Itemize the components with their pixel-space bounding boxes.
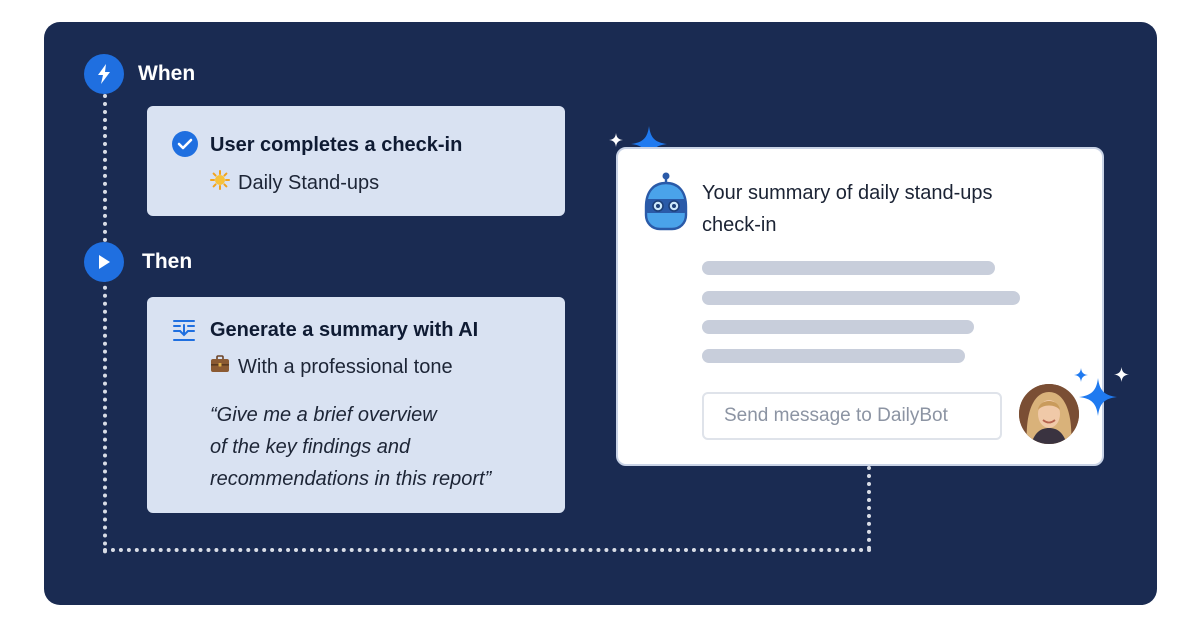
connector-line xyxy=(103,548,872,552)
message-input-placeholder: Send message to DailyBot xyxy=(724,405,948,426)
trigger-title: User completes a check-in xyxy=(210,134,463,156)
sparkle-icon xyxy=(1074,368,1088,382)
trigger-subtitle-row: Daily Stand-ups xyxy=(210,170,379,196)
play-icon xyxy=(84,242,124,282)
placeholder-line xyxy=(702,320,974,334)
summary-filter-icon xyxy=(171,317,197,348)
sparkle-icon xyxy=(1079,378,1117,416)
trigger-subtitle: Daily Stand-ups xyxy=(238,171,380,194)
then-label: Then xyxy=(142,250,193,273)
action-subtitle-row: With a professional tone xyxy=(210,355,453,379)
connector-line xyxy=(103,94,107,554)
connector-line xyxy=(867,466,871,550)
check-circle-icon xyxy=(172,131,198,157)
sparkle-icon xyxy=(609,133,623,147)
briefcase-icon xyxy=(210,355,230,379)
placeholder-line xyxy=(702,261,995,275)
trigger-card[interactable]: User completes a check-in Daily Stand-up… xyxy=(147,106,565,216)
chat-message-line: check-in xyxy=(702,214,777,236)
action-title: Generate a summary with AI xyxy=(210,319,479,341)
chat-message: Your summary of daily stand-ups check-in xyxy=(702,177,1062,241)
sun-icon xyxy=(210,170,230,196)
action-subtitle: With a professional tone xyxy=(238,355,453,378)
when-label: When xyxy=(138,62,196,85)
placeholder-line xyxy=(702,291,1020,305)
action-card[interactable]: Generate a summary with AI With a profes… xyxy=(147,297,565,513)
chat-message-line: Your summary of daily stand-ups xyxy=(702,182,993,204)
prompt-line: recommendations in this report” xyxy=(210,468,492,490)
prompt-line: “Give me a brief overview xyxy=(210,404,437,426)
robot-icon xyxy=(640,171,692,238)
avatar[interactable] xyxy=(1019,384,1079,444)
sparkle-icon xyxy=(631,126,667,162)
ai-prompt-text: “Give me a brief overview of the key fin… xyxy=(210,399,491,495)
prompt-line: of the key findings and xyxy=(210,436,411,458)
message-input[interactable]: Send message to DailyBot xyxy=(702,392,1002,440)
chat-message-card: Your summary of daily stand-ups check-in… xyxy=(616,147,1104,466)
placeholder-line xyxy=(702,349,965,363)
sparkle-icon xyxy=(1114,367,1129,382)
lightning-icon xyxy=(84,54,124,94)
